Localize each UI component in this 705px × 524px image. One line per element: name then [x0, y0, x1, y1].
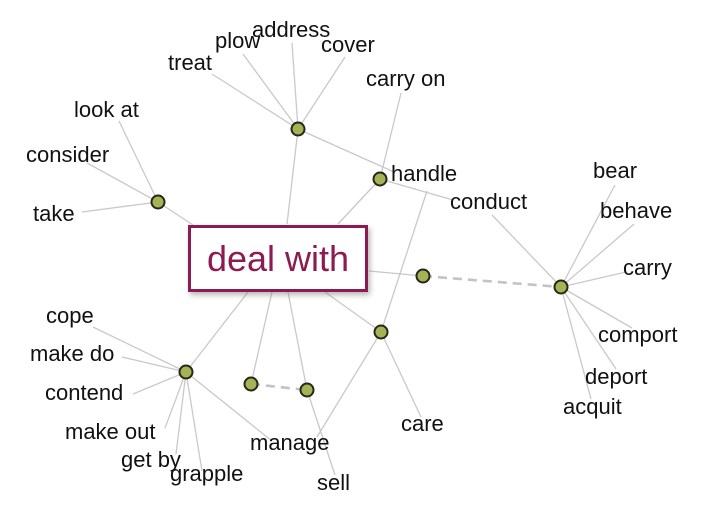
word-label-conduct[interactable]: conduct [450, 189, 528, 214]
edge [379, 178, 454, 201]
edge [287, 291, 308, 391]
edge [211, 73, 299, 130]
word-label-care[interactable]: care [401, 411, 444, 436]
edge [368, 270, 424, 277]
edge [81, 201, 159, 213]
edge [132, 371, 187, 395]
edge [379, 92, 402, 180]
word-label-consider[interactable]: consider [26, 142, 110, 167]
word-label-manage[interactable]: manage [250, 430, 330, 455]
synset-node-cope-synset[interactable] [178, 364, 194, 380]
synset-node-mid-right-synset[interactable] [415, 268, 431, 284]
word-label-cope[interactable]: cope [46, 303, 94, 328]
word-label-grapple[interactable]: grapple [170, 461, 244, 486]
word-label-look-at[interactable]: look at [74, 97, 139, 122]
word-label-comport[interactable]: comport [598, 322, 678, 347]
dashed-edge [422, 274, 562, 289]
word-label-treat[interactable]: treat [168, 50, 213, 75]
word-label-behave[interactable]: behave [600, 198, 673, 223]
edge [380, 331, 422, 418]
edge [560, 286, 617, 370]
edge [185, 291, 249, 373]
word-label-take[interactable]: take [33, 201, 75, 226]
edge [121, 356, 187, 373]
edge [291, 42, 299, 130]
word-label-sell[interactable]: sell [317, 470, 351, 495]
edge [250, 291, 273, 385]
edge [560, 286, 592, 400]
edge [380, 190, 428, 333]
word-label-acquit[interactable]: acquit [563, 394, 622, 419]
edge [560, 286, 633, 329]
word-label-handle[interactable]: handle [391, 161, 458, 186]
edge [560, 184, 616, 288]
word-label-contend[interactable]: contend [45, 380, 124, 405]
word-label-deport[interactable]: deport [585, 364, 648, 389]
synset-node-behave-synset[interactable] [553, 279, 569, 295]
edge [92, 326, 187, 373]
edge [185, 371, 273, 442]
edge [306, 389, 336, 476]
edge [324, 291, 382, 333]
edge [118, 120, 159, 203]
word-label-carry-on[interactable]: carry on [366, 66, 446, 91]
edge [242, 53, 299, 130]
synset-node-small-left-synset[interactable] [243, 376, 259, 392]
synset-node-care-synset[interactable] [373, 324, 389, 340]
word-label-carry[interactable]: carry [623, 255, 672, 280]
word-label-plow[interactable]: plow [215, 28, 261, 53]
edge [297, 56, 346, 130]
word-label-make-do[interactable]: make do [30, 341, 115, 366]
word-label-make-out[interactable]: make out [65, 419, 156, 444]
edge [491, 214, 562, 288]
synset-node-left-synset[interactable] [150, 194, 166, 210]
edge [185, 371, 203, 472]
edge [175, 371, 187, 455]
edge [337, 178, 381, 225]
center-word-box[interactable]: deal with [188, 225, 368, 292]
synset-node-top-synset[interactable] [290, 121, 306, 137]
center-word: deal with [206, 237, 350, 279]
edge [316, 331, 382, 438]
dashed-edge [250, 382, 308, 392]
edge [560, 223, 635, 288]
word-label-cover[interactable]: cover [321, 32, 375, 57]
word-label-bear[interactable]: bear [593, 158, 638, 183]
edge [164, 371, 187, 429]
synset-node-sell-synset[interactable] [299, 382, 315, 398]
edge [86, 162, 159, 203]
synset-node-handle-synset[interactable] [372, 171, 388, 187]
edge [297, 128, 395, 173]
edge [286, 128, 299, 225]
word-label-get-by[interactable]: get by [121, 447, 181, 472]
edge [560, 271, 627, 288]
word-label-address[interactable]: address [252, 17, 331, 42]
